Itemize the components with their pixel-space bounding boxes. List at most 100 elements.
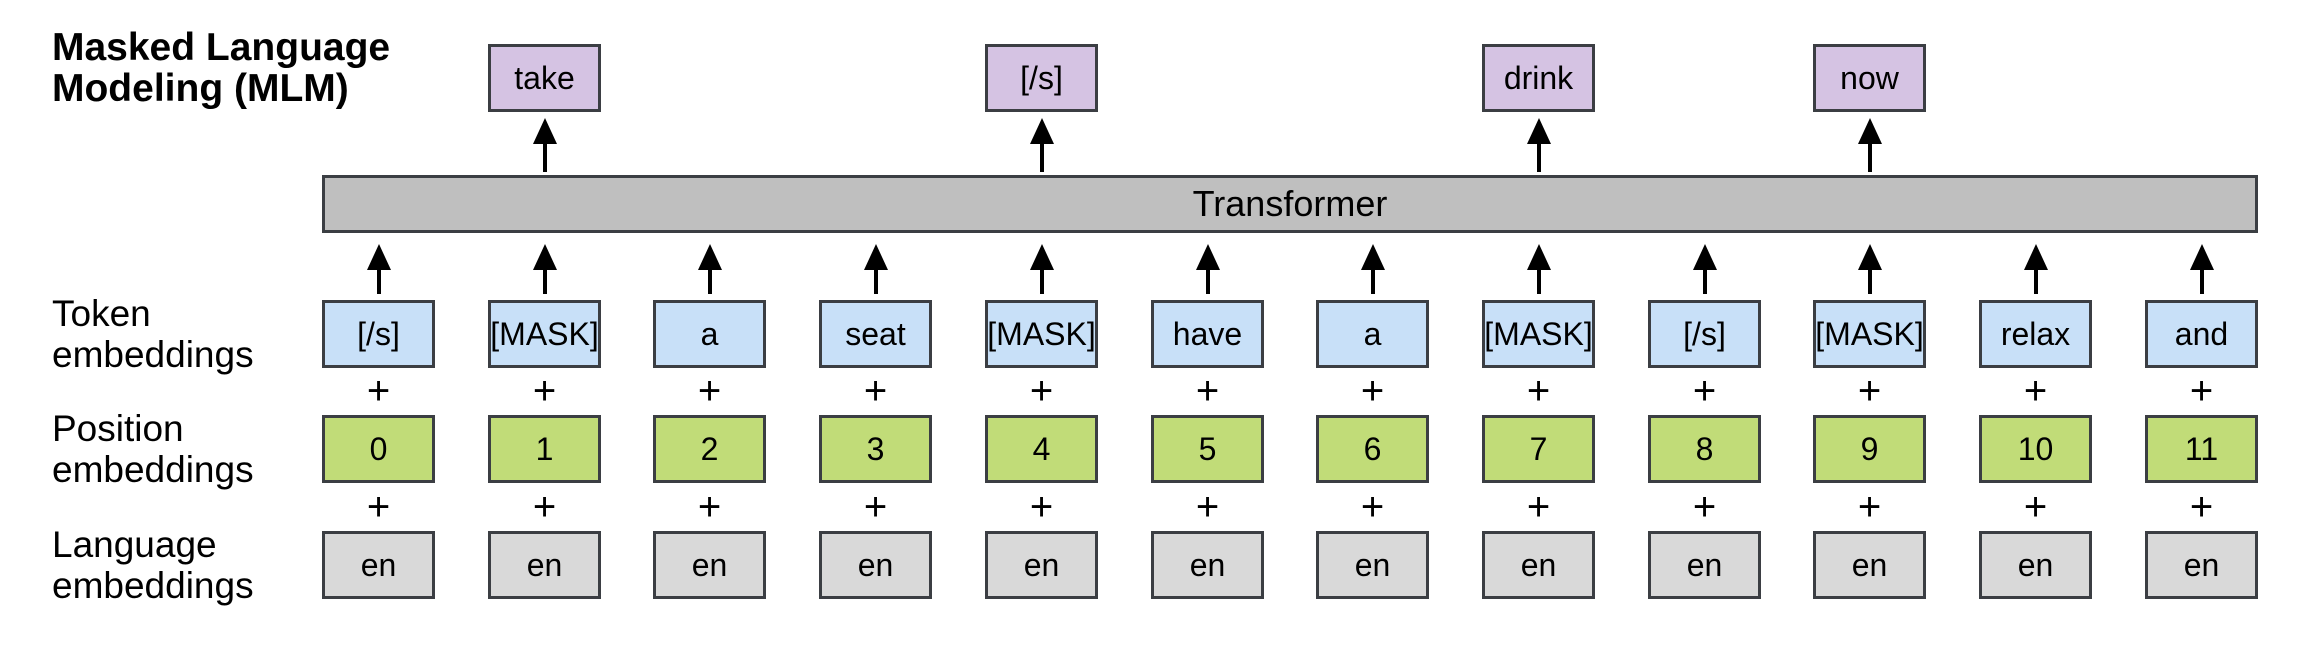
arrowhead-icon bbox=[1029, 118, 1054, 144]
position-embedding-box: 0 bbox=[322, 415, 435, 483]
up-arrow-icon bbox=[1316, 244, 1429, 294]
position-embedding-box: 11 bbox=[2145, 415, 2258, 483]
row-label-language-line2: embeddings bbox=[52, 565, 254, 606]
token-column: seat + 3 + en bbox=[819, 0, 932, 658]
arrowhead-icon bbox=[1857, 118, 1882, 144]
plus-icon: + bbox=[2189, 369, 2214, 413]
arrowhead-icon bbox=[1526, 118, 1551, 144]
language-embedding-box: en bbox=[488, 531, 601, 599]
plus-icon: + bbox=[1360, 484, 1385, 529]
row-label-position-embeddings: Position embeddings bbox=[52, 408, 312, 490]
language-embedding-box: en bbox=[819, 531, 932, 599]
arrow-stem bbox=[2199, 270, 2204, 294]
arrow-stem bbox=[1536, 270, 1541, 294]
position-embedding-box: 2 bbox=[653, 415, 766, 483]
transformer-bar: Transformer bbox=[322, 175, 2258, 233]
row-label-position-line1: Position bbox=[52, 408, 184, 449]
position-embedding-box: 10 bbox=[1979, 415, 2092, 483]
position-embedding-box: 3 bbox=[819, 415, 932, 483]
up-arrow-icon bbox=[1648, 244, 1761, 294]
arrow-stem bbox=[542, 270, 547, 294]
token-column: take [MASK] + 1 + en bbox=[488, 0, 601, 658]
arrowhead-icon bbox=[1526, 244, 1551, 270]
plus-icon: + bbox=[2189, 484, 2214, 529]
arrow-stem bbox=[376, 270, 381, 294]
plus-icon: + bbox=[1857, 369, 1882, 413]
up-arrow-icon bbox=[985, 244, 1098, 294]
up-arrow-icon bbox=[1482, 244, 1595, 294]
diagram-title-line2: Modeling (MLM) bbox=[52, 67, 349, 110]
token-embedding-box: relax bbox=[1979, 300, 2092, 368]
position-embedding-box: 1 bbox=[488, 415, 601, 483]
arrow-stem bbox=[1370, 270, 1375, 294]
arrowhead-icon bbox=[1029, 244, 1054, 270]
up-arrow-icon bbox=[1482, 118, 1595, 172]
token-column: [/s] + 0 + en bbox=[322, 0, 435, 658]
diagram-title-line1: Masked Language bbox=[52, 26, 391, 69]
row-label-language-line1: Language bbox=[52, 524, 217, 565]
language-embedding-box: en bbox=[985, 531, 1098, 599]
token-embedding-box: a bbox=[1316, 300, 1429, 368]
token-column: and + 11 + en bbox=[2145, 0, 2258, 658]
arrowhead-icon bbox=[532, 244, 557, 270]
position-embedding-box: 7 bbox=[1482, 415, 1595, 483]
arrowhead-icon bbox=[1195, 244, 1220, 270]
up-arrow-icon bbox=[653, 244, 766, 294]
language-embedding-box: en bbox=[322, 531, 435, 599]
up-arrow-icon bbox=[1813, 244, 1926, 294]
up-arrow-icon bbox=[488, 244, 601, 294]
token-column: have + 5 + en bbox=[1151, 0, 1264, 658]
token-embedding-box: [/s] bbox=[322, 300, 435, 368]
up-arrow-icon bbox=[1813, 118, 1926, 172]
plus-icon: + bbox=[1029, 369, 1054, 413]
token-column: drink [MASK] + 7 + en bbox=[1482, 0, 1595, 658]
arrowhead-icon bbox=[863, 244, 888, 270]
up-arrow-icon bbox=[1151, 244, 1264, 294]
token-column: a + 6 + en bbox=[1316, 0, 1429, 658]
up-arrow-icon bbox=[488, 118, 601, 172]
token-column: a + 2 + en bbox=[653, 0, 766, 658]
row-label-token-line2: embeddings bbox=[52, 334, 254, 375]
plus-icon: + bbox=[1692, 369, 1717, 413]
arrowhead-icon bbox=[1857, 244, 1882, 270]
token-column: relax + 10 + en bbox=[1979, 0, 2092, 658]
row-label-token-embeddings: Token embeddings bbox=[52, 293, 312, 375]
language-embedding-box: en bbox=[1316, 531, 1429, 599]
plus-icon: + bbox=[532, 369, 557, 413]
plus-icon: + bbox=[1857, 484, 1882, 529]
arrow-stem bbox=[542, 144, 547, 172]
plus-icon: + bbox=[366, 484, 391, 529]
arrow-stem bbox=[1205, 270, 1210, 294]
plus-icon: + bbox=[697, 369, 722, 413]
arrowhead-icon bbox=[1360, 244, 1385, 270]
arrowhead-icon bbox=[697, 244, 722, 270]
language-embedding-box: en bbox=[1648, 531, 1761, 599]
token-embedding-box: a bbox=[653, 300, 766, 368]
predicted-token-box: now bbox=[1813, 44, 1926, 112]
position-embedding-box: 8 bbox=[1648, 415, 1761, 483]
position-embedding-box: 6 bbox=[1316, 415, 1429, 483]
row-label-token-line1: Token bbox=[52, 293, 151, 334]
plus-icon: + bbox=[366, 369, 391, 413]
plus-icon: + bbox=[2023, 369, 2048, 413]
predicted-token-box: drink bbox=[1482, 44, 1595, 112]
language-embedding-box: en bbox=[1151, 531, 1264, 599]
plus-icon: + bbox=[863, 369, 888, 413]
plus-icon: + bbox=[1029, 484, 1054, 529]
arrowhead-icon bbox=[2023, 244, 2048, 270]
up-arrow-icon bbox=[985, 118, 1098, 172]
plus-icon: + bbox=[1526, 369, 1551, 413]
plus-icon: + bbox=[2023, 484, 2048, 529]
up-arrow-icon bbox=[322, 244, 435, 294]
arrow-stem bbox=[1039, 270, 1044, 294]
token-embedding-box: have bbox=[1151, 300, 1264, 368]
up-arrow-icon bbox=[819, 244, 932, 294]
language-embedding-box: en bbox=[1482, 531, 1595, 599]
position-embedding-box: 9 bbox=[1813, 415, 1926, 483]
row-label-language-embeddings: Language embeddings bbox=[52, 524, 312, 606]
plus-icon: + bbox=[1195, 369, 1220, 413]
arrow-stem bbox=[1867, 270, 1872, 294]
plus-icon: + bbox=[697, 484, 722, 529]
token-embedding-box: [MASK] bbox=[1482, 300, 1595, 368]
